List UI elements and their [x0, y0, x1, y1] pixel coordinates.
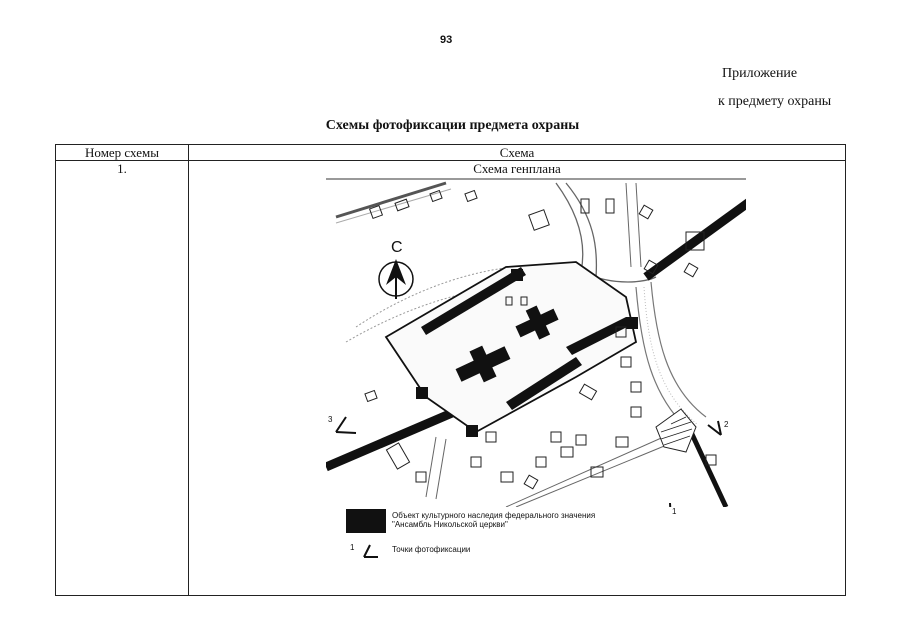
header-scheme: Схема [499, 145, 535, 160]
street-top-left [335, 181, 447, 219]
vertical-street [635, 182, 642, 268]
legend-heritage-line-2: "Ансамбль Никольской церкви" [392, 520, 508, 529]
photo-point-icon [707, 420, 722, 436]
photo-point-label: 3 [328, 415, 333, 424]
heritage-building [421, 267, 526, 335]
pond-hatched [655, 408, 697, 453]
church-building [455, 345, 511, 383]
page-number: 93 [440, 34, 453, 46]
row-scheme-title: Схема генплана [473, 161, 561, 176]
appendix-line-2: к предмету охраны [718, 94, 832, 109]
church-site-outline [384, 261, 638, 434]
legend-heritage-text: Объект культурного наследия федерального… [392, 511, 672, 529]
legend-points-text: Точки фотофиксации [392, 545, 471, 554]
map-legend: Объект культурного наследия федерального… [346, 507, 666, 567]
small-buildings [364, 189, 717, 490]
site-plan-map: С 3 2 [326, 178, 746, 507]
heritage-building [506, 357, 582, 410]
row-number: 1. [117, 161, 127, 176]
curved-road [565, 182, 598, 278]
vertical-street [625, 182, 632, 268]
appendix-line-1: Приложение [722, 66, 798, 81]
north-label: С [391, 239, 403, 256]
photo-point-label: 2 [724, 420, 729, 429]
schemes-table: Номер схемы Схема 1. Схема генплана [55, 144, 846, 596]
street-bottom [425, 436, 437, 498]
photo-point-label: 1 [672, 507, 677, 516]
north-arrow-icon [378, 259, 414, 299]
heritage-building [511, 269, 523, 281]
main-road-left [326, 402, 468, 472]
street-bottom-right [688, 430, 729, 507]
heritage-building [626, 317, 638, 329]
heritage-building [466, 425, 478, 437]
photo-point-icon: 1 [350, 543, 378, 558]
column-divider [188, 145, 189, 595]
legend-heritage-swatch [346, 509, 386, 533]
path-down-right [650, 281, 707, 418]
photo-point-icon [669, 502, 672, 507]
photo-point-icon [335, 416, 357, 434]
path-down-right [643, 286, 699, 426]
table-header-row: Номер схемы Схема [56, 145, 845, 161]
heritage-building [416, 387, 428, 399]
heritage-building [566, 317, 631, 355]
street-bottom [435, 438, 447, 500]
path-down-right [635, 286, 692, 433]
legend-heritage-line-1: Объект культурного наследия федерального… [392, 511, 596, 520]
document-title: Схемы фотофиксации предмета охраны [325, 118, 580, 133]
dotted-path [355, 264, 577, 328]
church-building [515, 305, 559, 340]
pond-hatching [660, 416, 693, 446]
legend-point-number: 1 [350, 543, 355, 552]
street-top-left [335, 188, 452, 224]
header-scheme-number: Номер схемы [85, 145, 159, 160]
main-road-right [643, 198, 746, 281]
